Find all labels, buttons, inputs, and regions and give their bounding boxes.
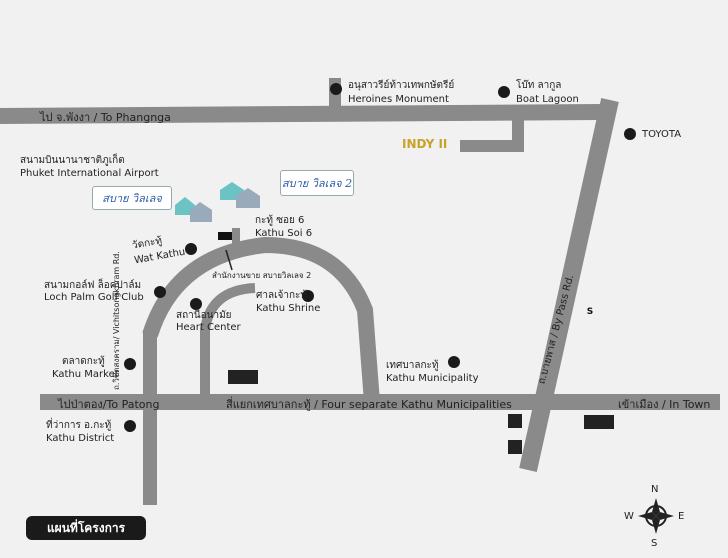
soi6-en: Kathu Soi 6 [255,228,313,239]
municipality-dot [448,356,460,368]
soi6-th: กะทู้ ซอย 6 [255,215,305,226]
compass-icon [638,498,674,534]
office-pointer [225,249,233,271]
subaru-logo: S [582,305,598,319]
boat-en: Boat Lagoon [516,94,579,105]
wat-kathu-dot [185,243,197,255]
market-en: Kathu Market [52,369,119,380]
heroines-en: Heroines Monument [348,94,449,105]
heart-en: Heart Center [176,322,241,333]
heroines-th: อนุสาวรีย์ท้าวเทพกษัตรีย์ [348,80,455,91]
road-to-phangnga [0,104,601,124]
road-loop [142,236,380,403]
sabai-village-2-logo: สบาย วิลเลจ 2 [280,170,354,196]
sales-office-label: สำนักงานขาย สบายวิลเลจ 2 [212,271,312,280]
toyota-label: TOYOTA [642,129,682,140]
district-en: Kathu District [46,433,115,444]
market-th: ตลาดกะทู้ [62,356,105,367]
heart-th: สถานีอนามัย [176,310,232,321]
compass-e: E [678,511,685,522]
toyota-dot [624,128,636,140]
shrine-th: ศาลเจ้ากะทู้ [256,290,308,301]
municipality-en: Kathu Municipality [386,373,479,384]
houses-icon [175,182,260,222]
road-label-four-separate: สี่แยกเทศบาลกะทู้ / Four separate Kathu … [226,398,512,411]
sabai-village-logo: สบาย วิลเลจ [92,186,172,210]
golf-th: สนามกอล์ฟ ล็อคปาล์ม [44,280,142,291]
map-title: แผนที่โครงการ [26,516,146,540]
road-label-phangnga: ไป จ.พังงา / To Phangnga [40,111,171,124]
office-marker [218,232,232,240]
heart-center-dot [190,298,202,310]
compass-n: N [651,484,659,495]
compass-s: S [651,538,658,549]
brand-logo-center [228,370,258,384]
municipality-th: เทศบาลกะทู้ [386,360,439,371]
boat-th: โบ๊ท ลากูล [516,80,562,91]
district-dot [124,420,136,432]
airport-en: Phuket International Airport [20,168,159,179]
golf-en: Loch Palm Golf Club [44,292,144,303]
heroines-monument-dot [330,83,342,95]
airport-th: สนามบินนานาชาติภูเก็ต [20,155,125,166]
golf-dot [154,286,166,298]
road-indy-spur [460,112,524,152]
brand-logo-bottom-1 [508,414,522,428]
road-label-patong: ไปป่าตอง/To Patong [58,398,160,411]
brand-logo-bottom-2 [508,440,522,454]
shrine-dot [302,290,314,302]
district-th: ที่ว่าการ อ.กะทู้ [46,420,112,431]
market-dot [124,358,136,370]
brand-logo-right [584,415,614,429]
compass-w: W [624,511,634,522]
shrine-en: Kathu Shrine [256,303,321,314]
road-heart-center [200,283,256,402]
boat-lagoon-dot [498,86,510,98]
indy-logo: INDY II [402,137,448,151]
road-label-in-town: เข้าเมือง / In Town [618,398,711,411]
